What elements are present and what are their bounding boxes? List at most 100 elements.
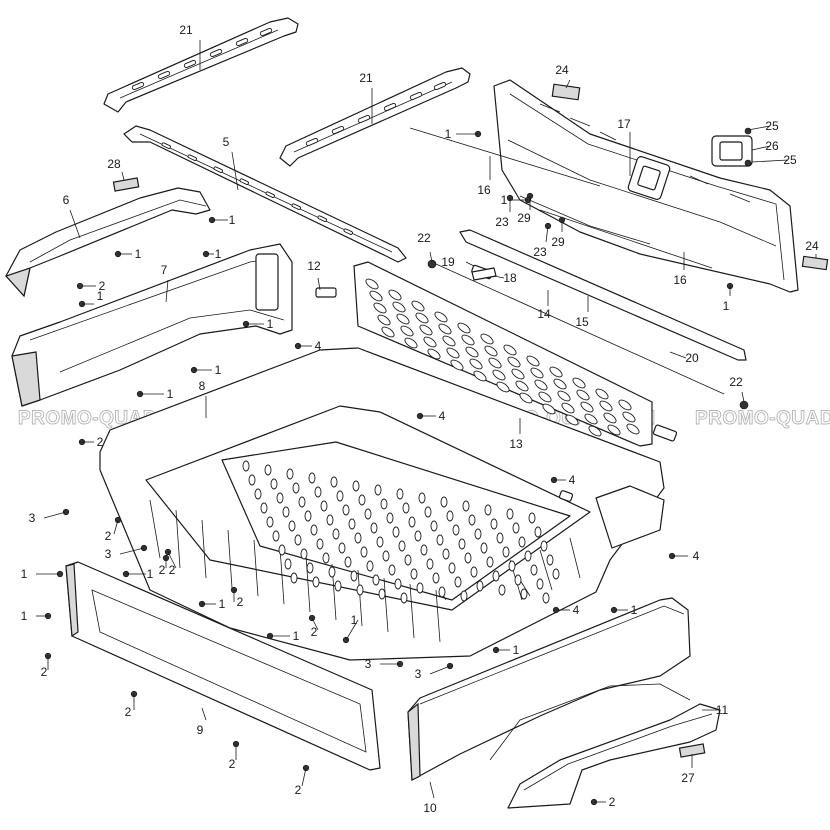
vent-hole: [468, 514, 476, 526]
vent-hole: [330, 476, 338, 488]
part-callout-label: 18: [503, 271, 517, 285]
part-callout-label: 4: [693, 549, 700, 563]
part-callout-label: 25: [765, 119, 779, 133]
vent-hole: [460, 590, 468, 602]
vent-hole: [378, 588, 386, 600]
vent-hole: [464, 552, 472, 564]
part-callout-label: 7: [161, 263, 168, 277]
vent-hole: [336, 490, 344, 502]
vent-hole: [512, 522, 520, 534]
vent-hole: [580, 401, 594, 413]
vent-hole: [290, 572, 298, 584]
part-callout-label: 1: [293, 629, 300, 643]
vent-hole: [424, 506, 432, 518]
vent-hole: [314, 486, 322, 498]
right-side-panel: [407, 597, 691, 781]
side-rail-lower: [279, 67, 471, 167]
vent-hole: [260, 502, 268, 514]
vent-hole: [470, 566, 478, 578]
vent-hole: [561, 402, 575, 414]
vent-hole: [248, 474, 256, 486]
vent-hole: [474, 528, 482, 540]
vent-hole: [430, 520, 438, 532]
vent-hole: [332, 528, 340, 540]
part-callout-label: 29: [517, 211, 531, 225]
vent-hole: [438, 323, 452, 335]
vent-hole: [298, 496, 306, 508]
part-callout-label: 1: [97, 289, 104, 303]
vent-hole: [344, 556, 352, 568]
cross-rod: [435, 229, 747, 442]
part-callout-label: 10: [423, 801, 437, 815]
part-callout-label: 14: [537, 307, 551, 321]
vent-hole: [410, 568, 418, 580]
leader-line: [751, 159, 789, 163]
part-callout-label: 1: [135, 247, 142, 261]
vent-hole: [270, 478, 278, 490]
vent-hole: [354, 532, 362, 544]
vent-hole: [434, 311, 448, 323]
leader-line: [301, 767, 307, 787]
vent-hole: [496, 381, 510, 393]
part-callout-label: 2: [169, 563, 176, 577]
vent-hole: [414, 530, 422, 542]
left-side-panel: [11, 243, 293, 407]
vent-hole: [462, 500, 470, 512]
vent-hole: [322, 552, 330, 564]
support-rods: [409, 127, 713, 269]
part-callout-label: 8: [199, 379, 206, 393]
vent-hole: [565, 414, 579, 426]
vent-hole: [404, 554, 412, 566]
leader-line: [751, 145, 771, 151]
vent-hole: [576, 389, 590, 401]
vent-hole: [392, 301, 406, 313]
leader-line: [429, 781, 435, 799]
part-callout-label: 27: [681, 771, 695, 785]
left-fender-cover: [4, 187, 211, 298]
vent-hole: [524, 550, 532, 562]
vent-hole: [342, 504, 350, 516]
part-callout-label: 3: [29, 511, 36, 525]
vent-hole: [588, 425, 602, 437]
part-callout-label: 11: [716, 703, 729, 717]
vent-hole: [308, 472, 316, 484]
part-callout-label: 17: [617, 117, 631, 131]
vent-hole: [364, 508, 372, 520]
vent-hole: [507, 356, 521, 368]
part-callout-label: 2: [229, 757, 236, 771]
part-callout-label: 21: [179, 23, 193, 37]
vent-hole: [440, 496, 448, 508]
vent-hole: [446, 347, 460, 359]
vent-hole: [465, 346, 479, 358]
leader-line: [741, 391, 745, 403]
vent-hole: [618, 399, 632, 411]
part-callout-label: 24: [555, 63, 569, 77]
vent-hole: [519, 392, 533, 404]
part-callout-label: 1: [513, 643, 520, 657]
vent-hole: [496, 532, 504, 544]
vent-hole: [603, 412, 617, 424]
bolt: [56, 570, 64, 578]
leader-line: [545, 225, 549, 243]
part-callout-label: 2: [237, 595, 244, 609]
vent-hole: [400, 592, 408, 604]
vent-hole: [432, 572, 440, 584]
vent-hole: [436, 534, 444, 546]
part-callout-label: 22: [417, 231, 431, 245]
vent-hole: [396, 488, 404, 500]
floor-hole-pattern: [242, 460, 560, 604]
vent-hole: [480, 333, 494, 345]
vent-hole: [316, 538, 324, 550]
part-callout-label: 1: [215, 363, 222, 377]
leader-line: [165, 279, 169, 303]
vent-hole: [549, 366, 563, 378]
vent-hole: [326, 514, 334, 526]
vent-hole: [292, 482, 300, 494]
long-side-rail: [123, 125, 407, 263]
vent-hole: [438, 586, 446, 598]
vent-hole: [392, 526, 400, 538]
vent-hole: [288, 520, 296, 532]
vent-hole: [458, 538, 466, 550]
vent-hole: [294, 534, 302, 546]
